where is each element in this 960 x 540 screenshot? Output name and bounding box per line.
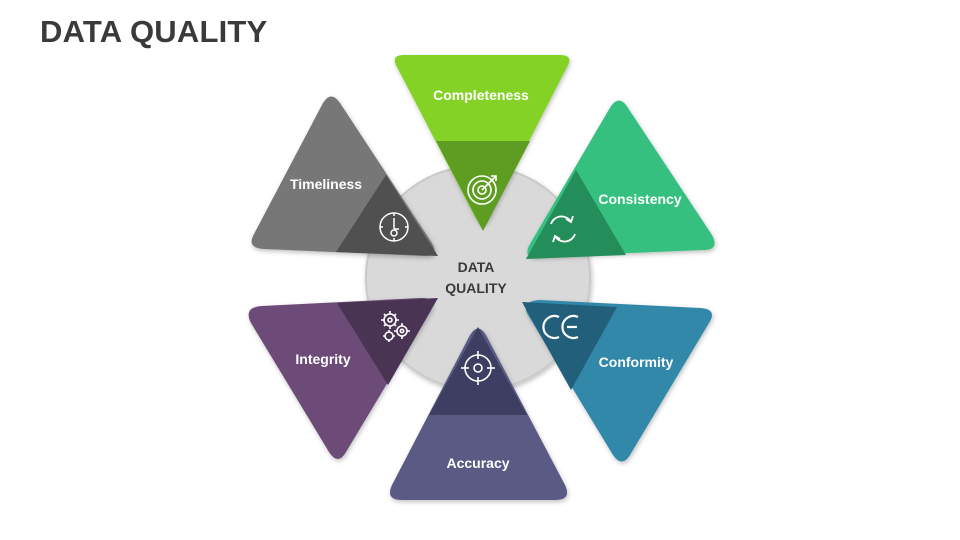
segment-integrity-inner [337, 298, 438, 385]
segment-timeliness-label: Timeliness [290, 176, 362, 192]
segment-integrity-label: Integrity [295, 351, 350, 367]
segment-conformity[interactable]: Conformity [522, 300, 712, 462]
segment-consistency[interactable]: Consistency [526, 100, 715, 259]
segment-consistency-inner [526, 170, 626, 259]
segment-completeness-label: Completeness [433, 87, 529, 103]
refresh-icon [550, 215, 576, 243]
segment-accuracy-label: Accuracy [446, 455, 509, 471]
segment-completeness[interactable]: Completeness [394, 55, 570, 231]
center-label-line2: QUALITY [445, 280, 507, 296]
center-label-line1: DATA [458, 259, 495, 275]
segment-accuracy-inner [429, 327, 527, 415]
segment-integrity[interactable]: Integrity [248, 297, 438, 459]
crosshair-icon [461, 351, 495, 385]
segment-conformity-inner [522, 302, 617, 390]
segment-accuracy[interactable]: Accuracy [389, 327, 568, 500]
stopwatch-icon [379, 212, 409, 242]
page-title: DATA QUALITY [40, 14, 268, 49]
segment-completeness-shape [394, 55, 570, 224]
segment-timeliness[interactable]: Timeliness [251, 96, 438, 257]
ce-mark-icon [542, 314, 579, 340]
segment-consistency-label: Consistency [598, 191, 681, 207]
gears-icon [381, 311, 410, 342]
target-icon [467, 175, 497, 205]
segment-conformity-label: Conformity [599, 354, 674, 370]
